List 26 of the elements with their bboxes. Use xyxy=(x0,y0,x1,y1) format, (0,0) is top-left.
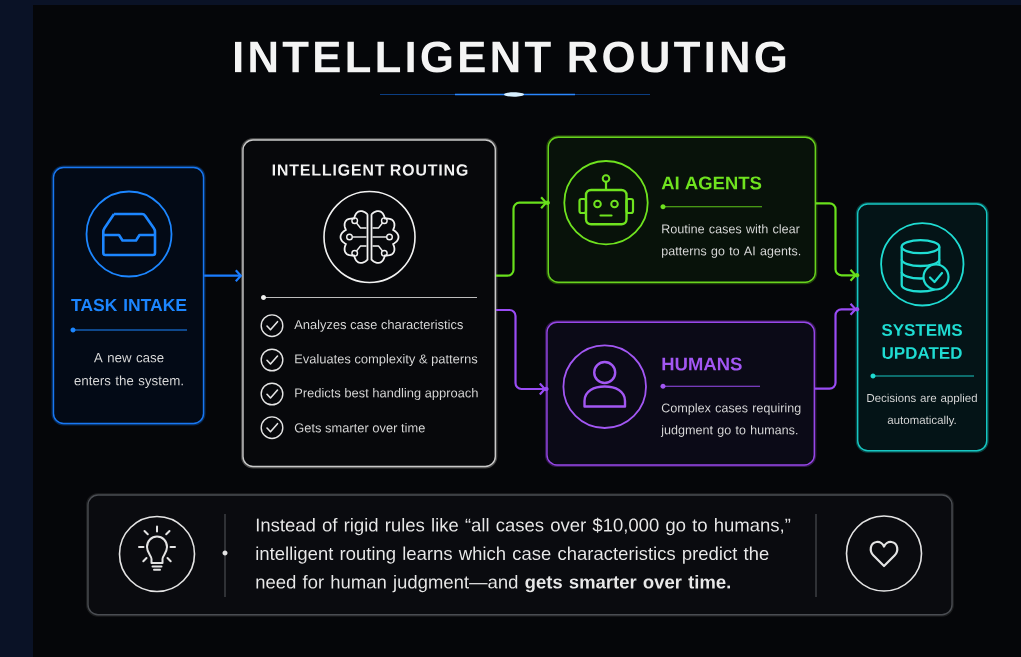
arrow xyxy=(816,202,860,282)
title: INTELLIGENT ROUTING xyxy=(235,41,786,73)
note-panel xyxy=(86,493,954,617)
card-text: Routine cases with clear patterns go to AI agents. xyxy=(662,224,801,258)
checklist-item: Predicts best handling approach xyxy=(295,388,478,400)
card xyxy=(546,135,818,285)
card-title: TASK INTAKE xyxy=(71,298,187,312)
card xyxy=(51,165,206,426)
card-title: SYSTEMS UPDATED xyxy=(881,324,962,359)
arrow xyxy=(496,308,549,396)
card-title: INTELLIGENT ROUTING xyxy=(272,164,468,176)
checklist-item: Analyzes case characteristics xyxy=(294,319,463,332)
card-title: HUMANS xyxy=(662,357,742,371)
arrow xyxy=(204,269,243,282)
arrow xyxy=(496,196,550,277)
card xyxy=(545,320,817,467)
card xyxy=(855,202,989,453)
card-text: Decisions are applied automatically. xyxy=(867,393,977,427)
card-title: AI AGENTS xyxy=(661,176,762,190)
arrow xyxy=(815,303,860,390)
checklist-item: Evaluates complexity & patterns xyxy=(295,354,478,366)
checklist-item: Gets smarter over time xyxy=(294,422,425,433)
card-text: Complex cases requiring judgment go to humans. xyxy=(660,403,801,437)
card-text: A new case enters the system. xyxy=(74,353,183,388)
note-text: Instead of rigid rules like “all cases over $10,000 go to humans,” intelligent routing learns which case characteristics predict the need for human judgment—and gets smarter over time. xyxy=(256,517,791,593)
card xyxy=(241,138,498,469)
